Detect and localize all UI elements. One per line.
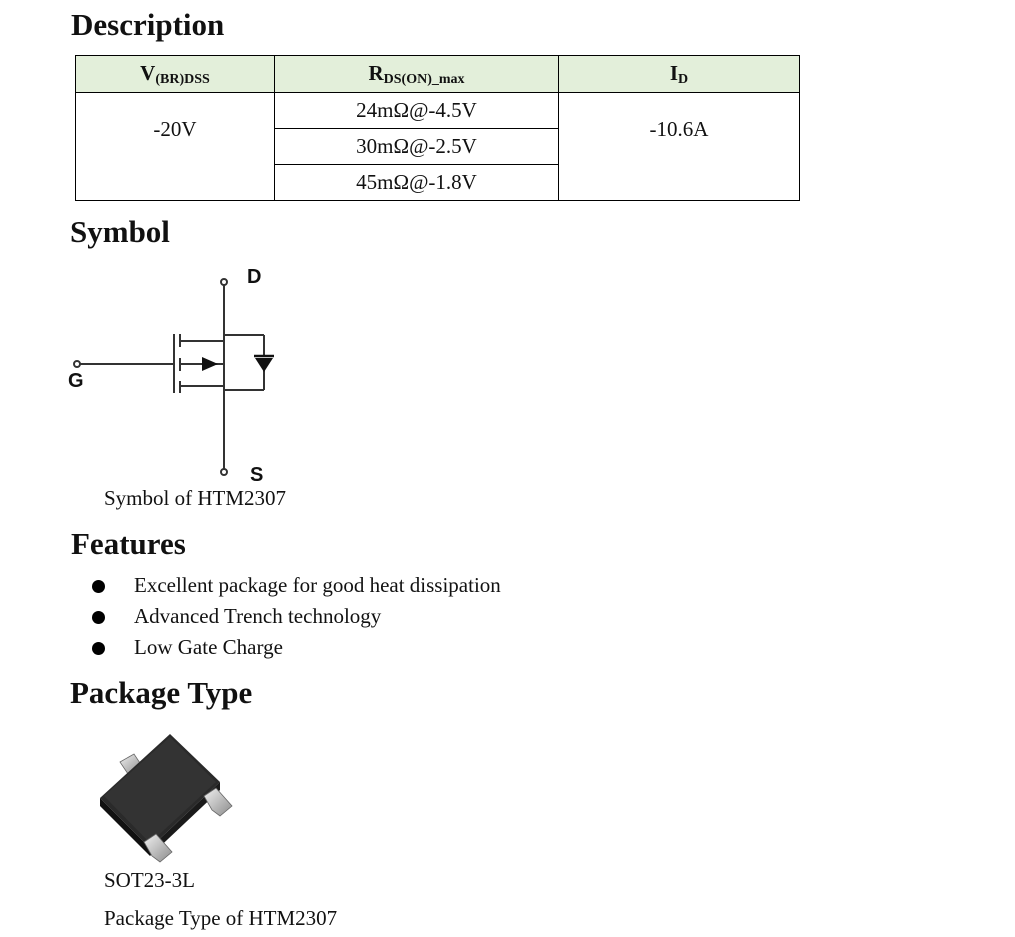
spec-table-header-row: V(BR)DSS RDS(ON)_max ID — [75, 55, 800, 93]
rds-value-1: 24mΩ@-4.5V — [274, 92, 559, 129]
label-gate: G — [68, 370, 84, 392]
table-row: 30mΩ@-2.5V — [76, 128, 800, 165]
label-drain: D — [247, 266, 262, 288]
sot23-package-image — [100, 734, 233, 863]
bullet-icon — [92, 642, 105, 655]
mosfet-symbol-icon — [73, 278, 274, 476]
header-rdson: RDS(ON)_max — [274, 55, 559, 93]
bullet-icon — [92, 611, 105, 624]
rds-value-3: 45mΩ@-1.8V — [274, 164, 559, 201]
header-id: ID — [558, 55, 800, 93]
table-row: 45mΩ@-1.8V — [76, 164, 800, 201]
table-row: -20V 24mΩ@-4.5V -10.6A — [75, 92, 800, 201]
header-vbrdss: V(BR)DSS — [75, 55, 275, 93]
spec-table: V(BR)DSS RDS(ON)_max ID -20V 24mΩ@-4.5V … — [75, 55, 800, 201]
package-heading: Package Type — [70, 675, 253, 710]
bullet-icon — [92, 580, 105, 593]
symbol-caption: Symbol of HTM2307 — [104, 486, 287, 510]
rds-value-2: 30mΩ@-2.5V — [274, 128, 559, 165]
package-caption: Package Type of HTM2307 — [104, 906, 338, 930]
id-value: -10.6A — [558, 92, 800, 201]
symbol-heading: Symbol — [70, 214, 170, 249]
vbrdss-value: -20V — [75, 92, 275, 201]
features-heading: Features — [71, 526, 186, 561]
package-name: SOT23-3L — [104, 868, 195, 892]
label-source: S — [250, 464, 264, 486]
description-heading: Description — [71, 7, 225, 42]
